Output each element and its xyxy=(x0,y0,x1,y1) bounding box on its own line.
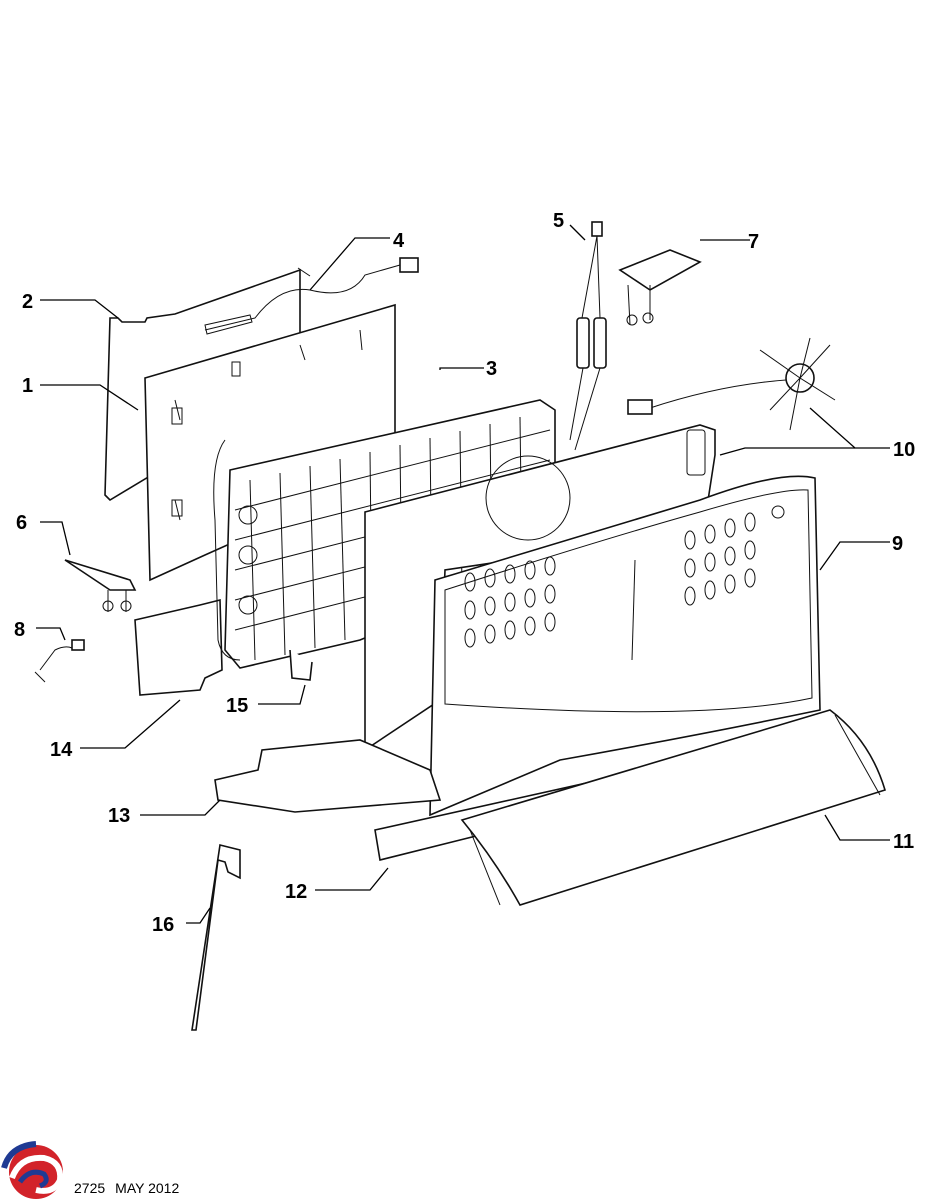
part-10-fan xyxy=(627,337,836,431)
footer-caption: 2725 MAY 2012 xyxy=(74,1180,189,1196)
callout-3: 3 xyxy=(486,358,497,380)
callout-13: 13 xyxy=(108,805,130,827)
callout-16: 16 xyxy=(152,914,174,936)
part-7-bracket xyxy=(618,249,702,326)
leader-lines xyxy=(36,224,890,924)
callout-1: 1 xyxy=(22,375,33,397)
footer-code: 2725 xyxy=(74,1180,106,1196)
part-8-sensor xyxy=(34,639,85,683)
callout-15: 15 xyxy=(226,695,248,717)
part-16-rod xyxy=(191,844,241,1031)
callout-labels: 1 2 3 4 5 6 7 8 9 10 11 12 13 14 15 16 xyxy=(14,210,915,936)
callout-4: 4 xyxy=(393,230,405,252)
part-5-sensors xyxy=(569,221,607,451)
callout-9: 9 xyxy=(892,533,903,555)
callout-5: 5 xyxy=(553,210,564,232)
footer-date: MAY 2012 xyxy=(115,1180,180,1196)
callout-14: 14 xyxy=(50,739,73,761)
part-15-clip xyxy=(289,649,313,681)
callout-11: 11 xyxy=(893,831,914,853)
swirl-logo-icon xyxy=(1,1141,64,1199)
part-13-drip-tray xyxy=(214,739,442,813)
callout-8: 8 xyxy=(14,619,25,641)
callout-6: 6 xyxy=(16,512,27,534)
callout-2: 2 xyxy=(22,291,33,313)
part-14-lower-insulation xyxy=(134,598,223,696)
part-11-deflector xyxy=(460,709,886,906)
callout-7: 7 xyxy=(748,231,759,253)
part-9-front-cover xyxy=(429,475,821,817)
callout-10: 10 xyxy=(893,439,915,461)
part-6-clip xyxy=(64,559,137,612)
callout-12: 12 xyxy=(285,881,307,903)
